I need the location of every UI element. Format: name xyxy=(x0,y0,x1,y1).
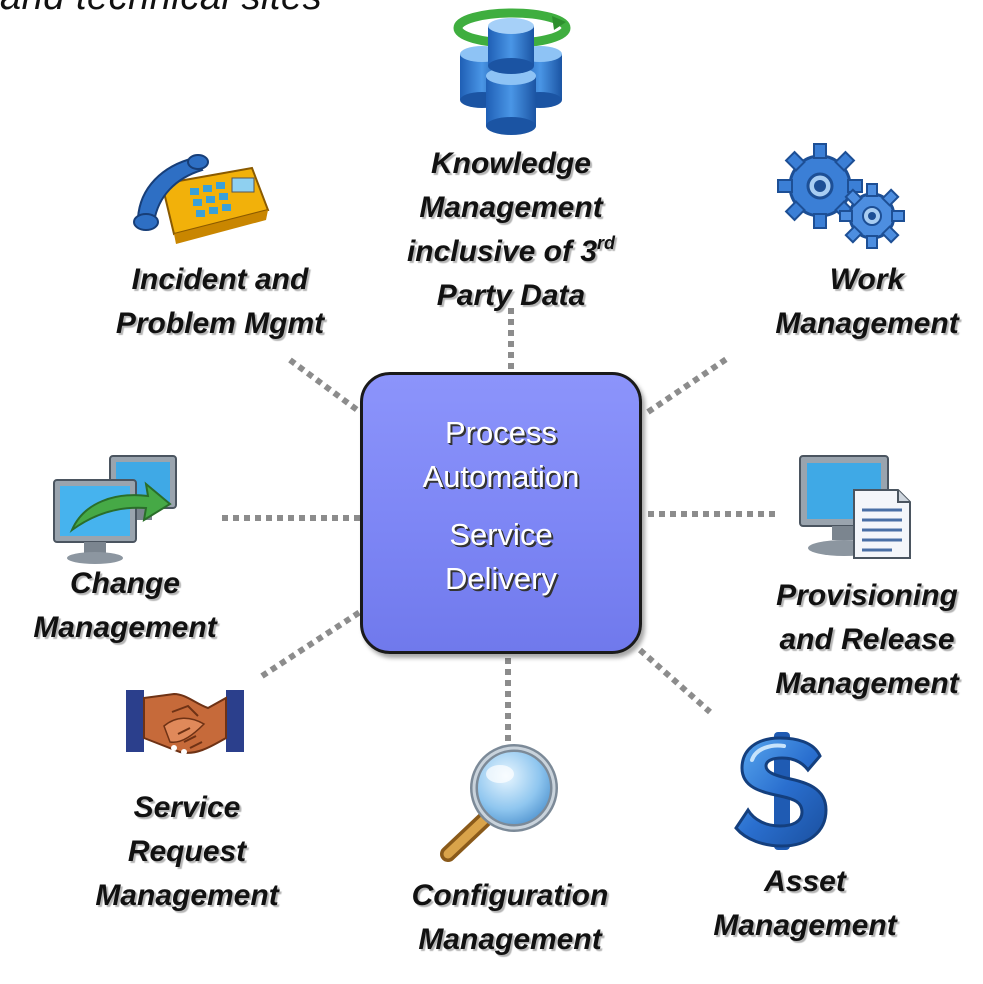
knowledge-label-line-1: Knowledge xyxy=(430,147,591,180)
connector-asset xyxy=(638,647,712,715)
hub-line-automation: Automation xyxy=(422,459,580,494)
node-asset-management: Asset Management xyxy=(690,860,920,948)
knowledge-label-line-3: inclusive of 3rd xyxy=(406,233,616,268)
change-label-line-1: Change xyxy=(69,567,180,600)
service-request-label-line-2: Request xyxy=(127,835,247,868)
connector-service-request xyxy=(260,609,362,679)
connector-incident xyxy=(288,357,362,415)
hub-line-process: Process xyxy=(445,415,557,450)
dollar-icon xyxy=(734,732,828,850)
configuration-label-line-2: Management xyxy=(418,923,602,956)
handshake-icon xyxy=(126,690,244,755)
configuration-label-line-1: Configuration xyxy=(411,879,609,912)
node-knowledge-management: Knowledge Management inclusive of 3rd Pa… xyxy=(400,142,622,318)
phone-icon xyxy=(133,154,270,244)
knowledge-label-line-2: Management xyxy=(419,191,603,224)
asset-label-line-1: Asset xyxy=(764,865,846,898)
gears-icon xyxy=(777,143,905,249)
magnifier-icon xyxy=(440,744,558,862)
incident-label-line-2: Problem Mgmt xyxy=(115,307,325,340)
provisioning-label-line-2: and Release xyxy=(779,623,955,656)
incident-label-line-1: Incident and xyxy=(131,263,309,296)
page-title-fragment: and technical sites xyxy=(0,0,322,19)
central-hub: Process Automation Service Delivery xyxy=(360,372,642,654)
change-label-line-2: Management xyxy=(33,611,217,644)
service-request-label-line-3: Management xyxy=(95,879,279,912)
knowledge-label-line-4: Party Data xyxy=(436,279,586,312)
node-work-management: Work Management xyxy=(762,258,972,346)
monitor-document-icon xyxy=(799,455,911,559)
database-sync-icon xyxy=(453,8,571,135)
node-service-request: Service Request Management xyxy=(76,786,298,918)
provisioning-label-line-3: Management xyxy=(775,667,959,700)
work-label-line-2: Management xyxy=(775,307,959,340)
node-incident-problem: Incident and Problem Mgmt xyxy=(100,258,340,346)
asset-label-line-2: Management xyxy=(713,909,897,942)
service-request-label-line-1: Service xyxy=(133,791,241,824)
monitors-transfer-icon xyxy=(53,455,177,564)
hub-line-service: Service xyxy=(449,517,553,552)
node-configuration-management: Configuration Management xyxy=(390,874,630,962)
node-provisioning-release: Provisioning and Release Management xyxy=(752,574,982,706)
node-change-management: Change Management xyxy=(14,562,236,650)
work-label-line-1: Work xyxy=(829,263,905,296)
hub-line-delivery: Delivery xyxy=(445,561,557,596)
provisioning-label-line-1: Provisioning xyxy=(776,579,958,612)
connector-work xyxy=(646,355,730,415)
